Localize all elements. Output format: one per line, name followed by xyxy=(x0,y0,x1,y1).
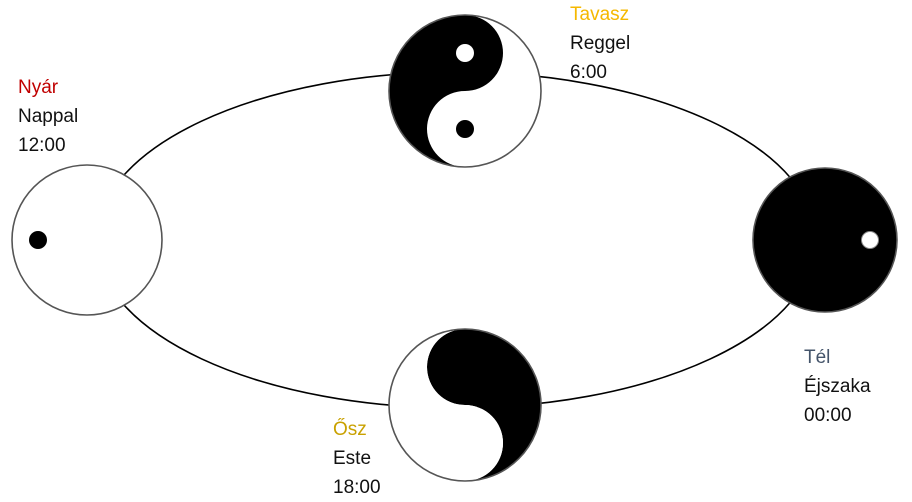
spring-season-name: Tavasz xyxy=(570,4,630,25)
autumn-label: Ősz Este 18:00 xyxy=(333,415,381,502)
summer-phase: Nappal xyxy=(18,106,79,127)
winter-season-name: Tél xyxy=(804,347,831,368)
autumn-yin-yang-icon xyxy=(388,328,542,482)
winter-label: Tél Éjszaka 00:00 xyxy=(804,343,871,430)
autumn-season-name: Ősz xyxy=(333,419,367,440)
spring-time: 6:00 xyxy=(570,62,607,83)
autumn-phase: Este xyxy=(333,448,372,469)
winter-time: 00:00 xyxy=(804,405,852,426)
summer-time: 12:00 xyxy=(18,135,66,156)
summer-season-name: Nyár xyxy=(18,77,59,98)
winter-black-disc-icon xyxy=(752,167,898,313)
spring-phase: Reggel xyxy=(570,33,631,54)
summer-label: Nyár Nappal 12:00 xyxy=(18,73,78,160)
summer-white-disc-icon xyxy=(11,164,163,316)
spring-label: Tavasz Reggel 6:00 xyxy=(570,0,630,87)
winter-phase: Éjszaka xyxy=(804,376,871,397)
spring-yin-yang-icon xyxy=(388,14,542,168)
autumn-time: 18:00 xyxy=(333,477,381,498)
